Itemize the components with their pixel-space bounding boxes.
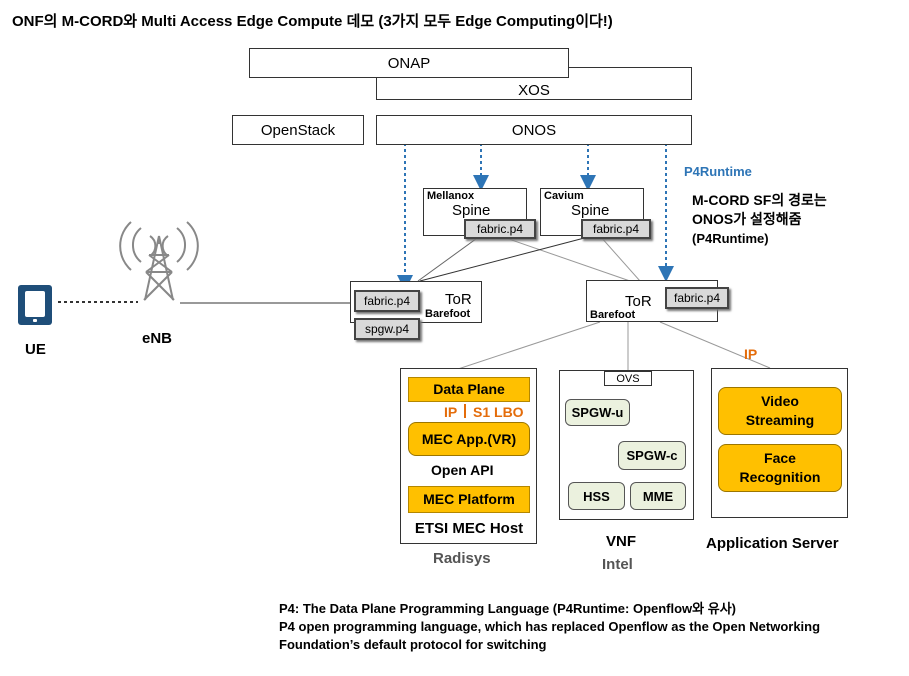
tor1-spgw-tag: spgw.p4 — [354, 318, 420, 340]
xos-label: XOS — [518, 82, 550, 99]
enb-label: eNB — [142, 330, 173, 347]
tor-vendor: Barefoot — [590, 309, 636, 321]
intel-label: Intel — [602, 556, 633, 573]
mec-platform-block: MEC Platform — [408, 486, 530, 513]
spgw-u-block: SPGW-u — [565, 399, 630, 426]
app-server-ip-label: IP — [744, 346, 758, 362]
mobile-device-icon — [18, 285, 52, 325]
hss-block: HSS — [568, 482, 625, 510]
onap-label: ONAP — [387, 54, 431, 72]
face-line1: Face — [764, 450, 796, 466]
tor1-fabric-tag: fabric.p4 — [354, 290, 420, 312]
tor-name: ToR — [445, 291, 472, 308]
spine-name: Spine — [571, 202, 610, 219]
spgw-c-block: SPGW-c — [618, 441, 686, 470]
spine-name: Spine — [452, 202, 491, 219]
footnote-line: Foundation’s default protocol for switch… — [279, 637, 547, 652]
face-recognition-block: Face Recognition — [718, 444, 842, 492]
app-server-label: Application Server — [706, 535, 839, 552]
p4runtime-note: M-CORD SF의 경로는 ONOS가 설정해줌 (P4Runtime) — [692, 191, 827, 248]
ovs-box: OVS — [604, 371, 652, 386]
p4runtime-note-line1: M-CORD SF의 경로는 — [692, 192, 827, 208]
cell-tower-icon — [119, 221, 199, 301]
footnote-line: P4 open programming language, which has … — [279, 619, 821, 634]
tor-vendor: Barefoot — [425, 308, 471, 320]
video-streaming-block: Video Streaming — [718, 387, 842, 435]
spine1-fabric-tag: fabric.p4 — [464, 219, 536, 239]
video-line1: Video — [761, 393, 799, 409]
spine-vendor: Mellanox — [427, 190, 475, 202]
openstack-label: OpenStack — [260, 121, 336, 139]
p4runtime-note-line2: ONOS가 설정해줌 — [692, 211, 802, 227]
onos-box: ONOS — [376, 115, 692, 145]
footnotes: P4: The Data Plane Programming Language … — [279, 600, 820, 654]
ip-lbo-divider — [464, 404, 466, 418]
video-line2: Streaming — [745, 412, 815, 428]
onos-label: ONOS — [511, 121, 557, 139]
page-title: ONF의 M-CORD와 Multi Access Edge Compute 데… — [12, 13, 613, 30]
ue-label: UE — [25, 341, 46, 358]
mec-app-block: MEC App.(VR) — [408, 422, 530, 456]
mec-ip-label: IP — [444, 404, 458, 420]
data-plane-block: Data Plane — [408, 377, 530, 402]
onap-box: ONAP — [249, 48, 569, 78]
tor-name: ToR — [625, 293, 652, 310]
face-line2: Recognition — [739, 469, 821, 485]
vnf-label: VNF — [606, 533, 636, 550]
mec-host-name: ETSI MEC Host — [414, 520, 524, 537]
p4runtime-note-line3: (P4Runtime) — [692, 231, 769, 246]
tor2-fabric-tag: fabric.p4 — [665, 287, 729, 309]
radisys-label: Radisys — [433, 550, 491, 567]
open-api-label: Open API — [431, 462, 494, 478]
s1-lbo-label: S1 LBO — [473, 404, 524, 420]
footnote-line: P4: The Data Plane Programming Language … — [279, 601, 736, 616]
mme-block: MME — [630, 482, 686, 510]
spine-vendor: Cavium — [544, 190, 584, 202]
p4runtime-label: P4Runtime — [684, 164, 752, 179]
openstack-box: OpenStack — [232, 115, 364, 145]
spine2-fabric-tag: fabric.p4 — [581, 219, 651, 239]
